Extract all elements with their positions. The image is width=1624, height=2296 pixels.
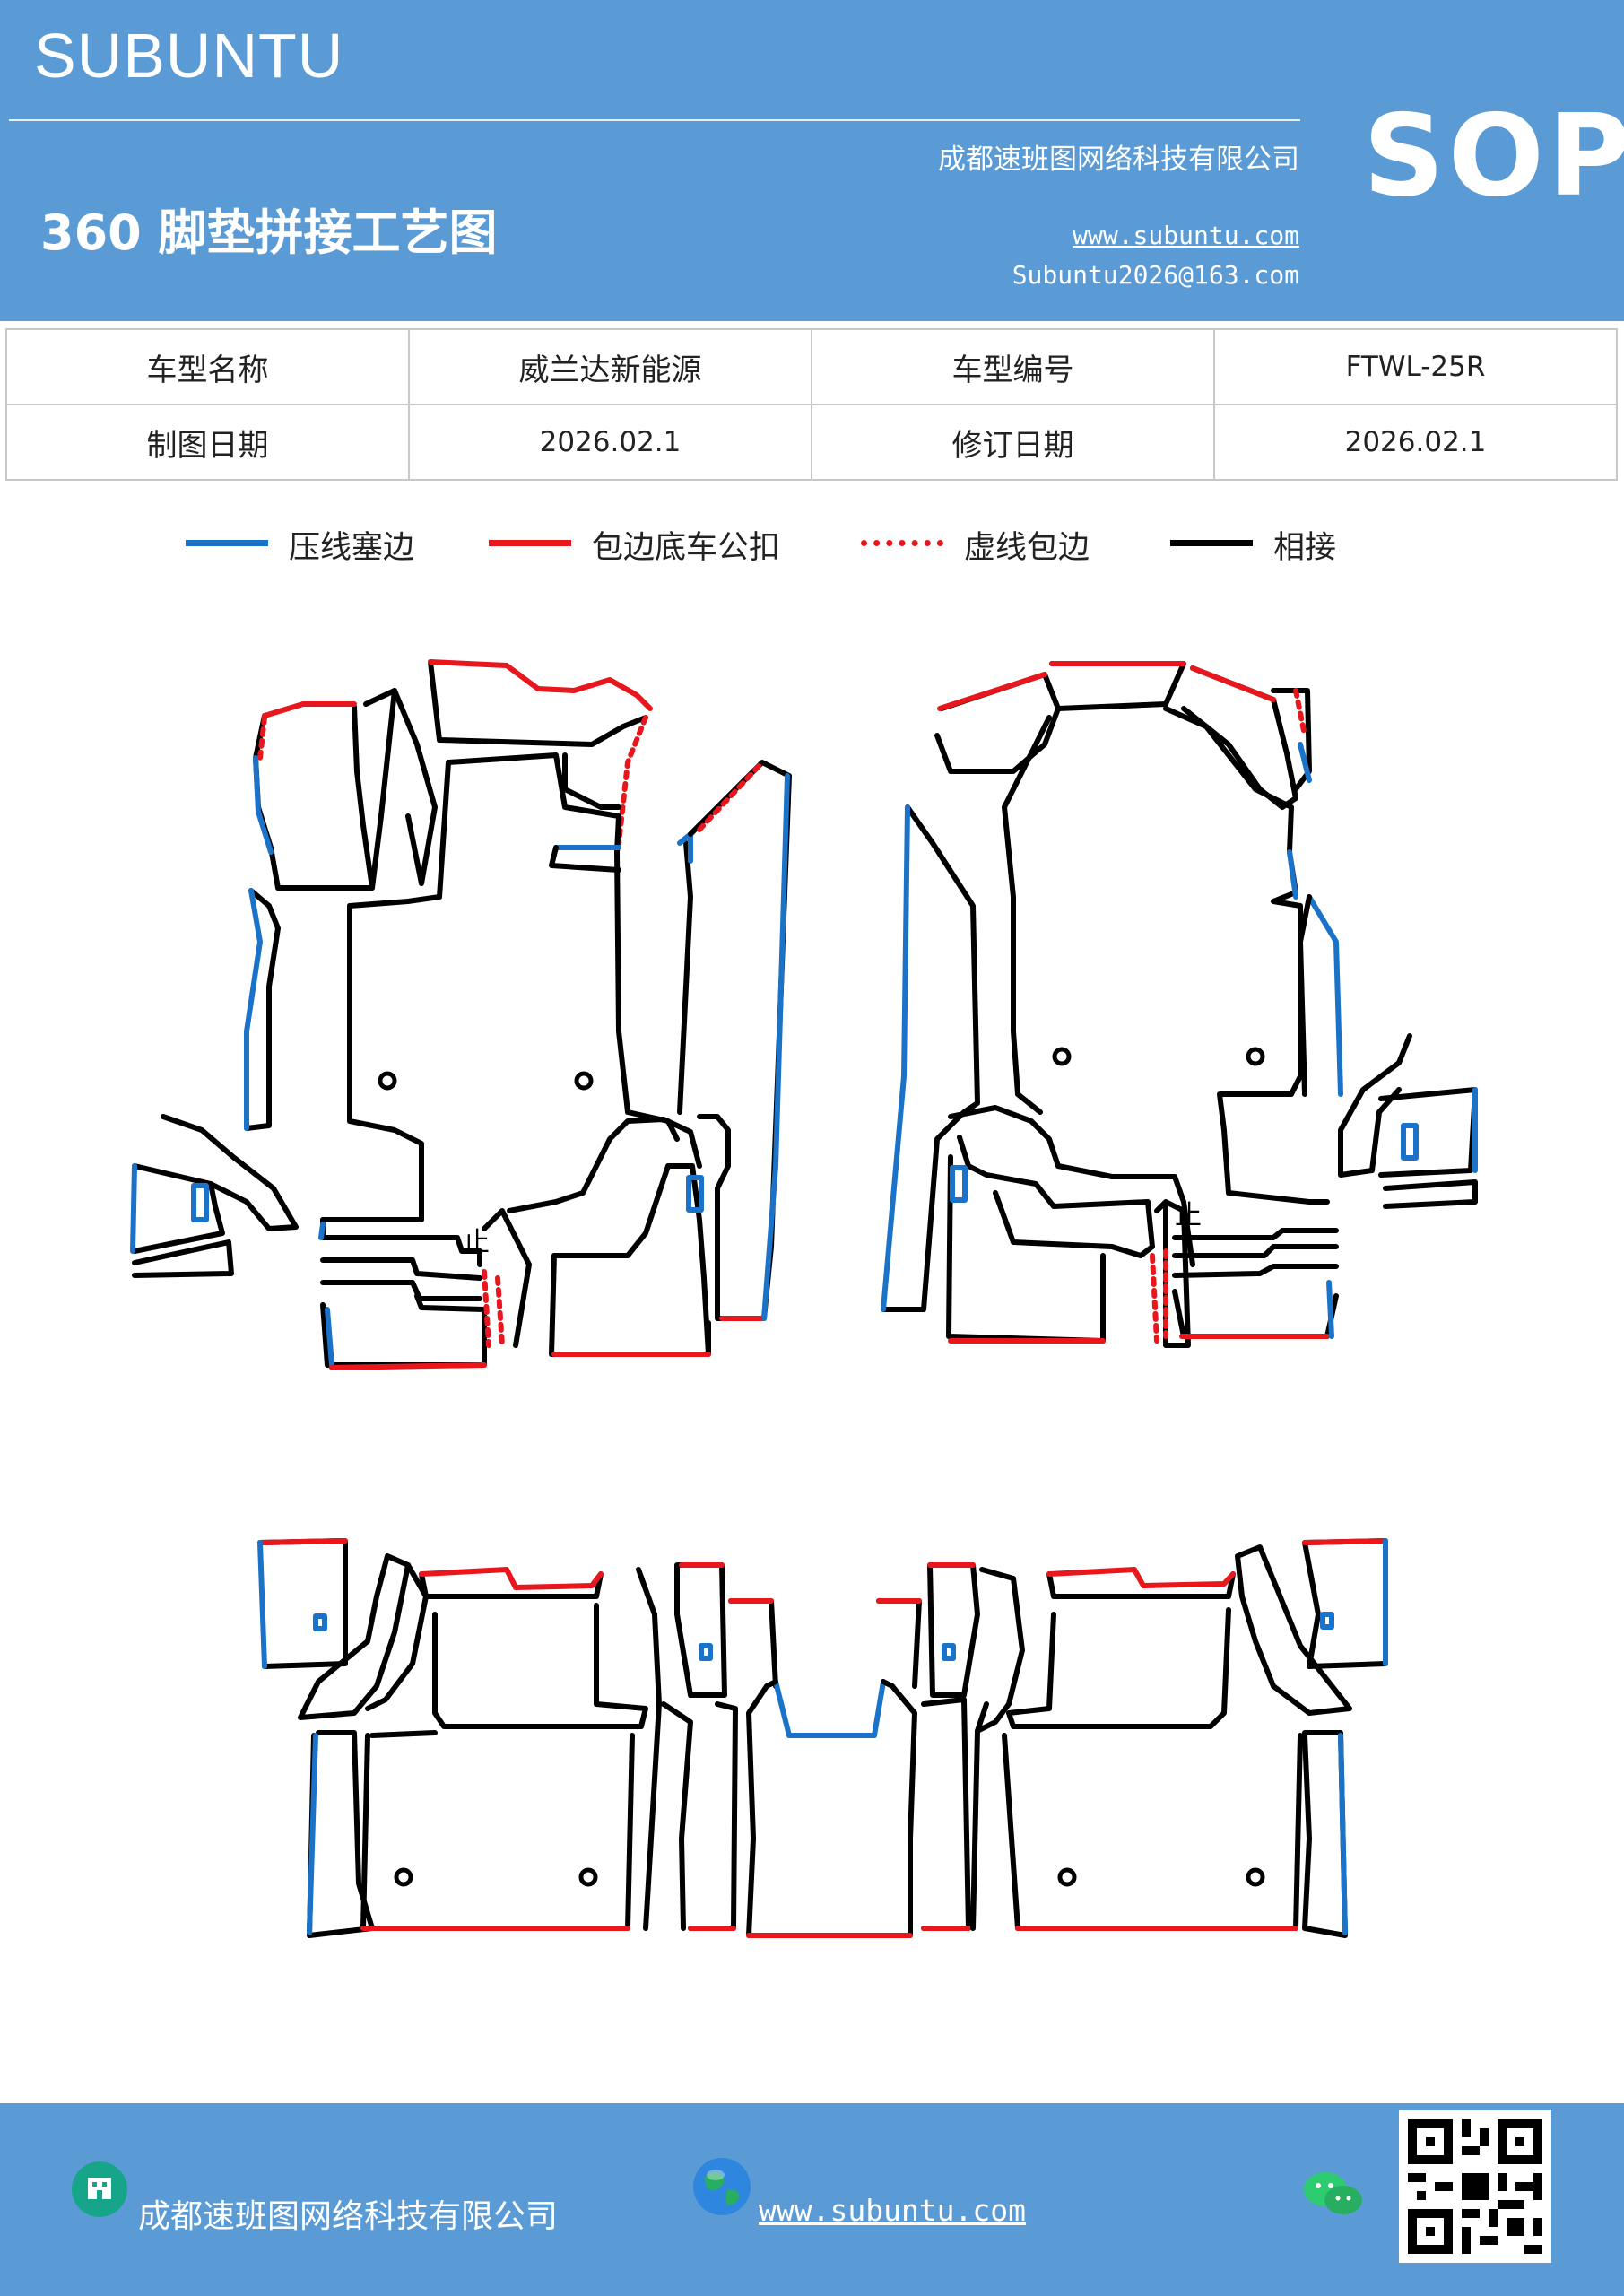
website-link[interactable]: www.subuntu.com	[1073, 221, 1299, 250]
table-row: 车型名称 威兰达新能源 车型编号 FTWL-25R	[5, 328, 1618, 405]
legend-swatch-blue	[186, 540, 268, 546]
qr-code-pattern	[1408, 2119, 1542, 2254]
legend-swatch-red-dotted	[861, 540, 943, 546]
footer-company-name: 成都速班图网络科技有限公司	[138, 2198, 559, 2235]
qr-code	[1399, 2110, 1551, 2263]
globe-icon	[693, 2158, 751, 2215]
line-legend: 压线塞边 包边底车公扣 虚线包边 相接	[0, 520, 1624, 574]
legend-swatch-black	[1170, 540, 1253, 546]
table-cell-value: 2026.02.1	[1213, 404, 1618, 481]
table-cell-value: 2026.02.1	[408, 404, 812, 481]
legend-label: 包边底车公扣	[592, 530, 781, 566]
rear-right-mat	[921, 1538, 1388, 1938]
front-right-mat: 止	[881, 661, 1478, 1348]
table-cell-label: 车型名称	[5, 328, 410, 405]
document-title: 360 脚垫拼接工艺图	[40, 204, 498, 261]
footer-banner: 成都速班图网络科技有限公司 www.subuntu.com	[0, 2103, 1624, 2296]
header-banner: SUBUNTU 360 脚垫拼接工艺图 成都速班图网络科技有限公司 www.su…	[0, 0, 1624, 321]
header-divider	[9, 119, 1300, 121]
building-icon	[72, 2161, 127, 2217]
table-cell-label: 修订日期	[811, 404, 1215, 481]
table-cell-label: 制图日期	[5, 404, 410, 481]
footer-website-link[interactable]: www.subuntu.com	[759, 2193, 1027, 2228]
table-cell-label: 车型编号	[811, 328, 1215, 405]
legend-label: 虚线包边	[964, 530, 1090, 566]
vehicle-info-table: 车型名称 威兰达新能源 车型编号 FTWL-25R 制图日期 2026.02.1…	[5, 328, 1618, 481]
table-row: 制图日期 2026.02.1 修订日期 2026.02.1	[5, 404, 1618, 481]
legend-swatch-red	[489, 540, 571, 546]
legend-label: 相接	[1273, 530, 1337, 566]
table-cell-value: 威兰达新能源	[408, 328, 812, 405]
table-cell-value: FTWL-25R	[1213, 328, 1618, 405]
wechat-icon[interactable]	[1302, 2168, 1365, 2220]
front-left-mat: 止	[130, 659, 792, 1370]
floor-mat-diagram: 止	[130, 659, 1478, 1938]
company-name: 成都速班图网络科技有限公司	[938, 144, 1299, 176]
notch-mark: 止	[463, 1227, 490, 1258]
rear-center-hump	[728, 1598, 922, 1938]
notch-mark: 止	[1175, 1200, 1202, 1231]
sop-badge: SOP	[1363, 90, 1624, 222]
rear-left-mat	[257, 1538, 738, 1938]
brand-logo-text: SUBUNTU	[34, 21, 344, 91]
contact-email[interactable]: Subuntu2026@163.com	[1012, 260, 1299, 290]
legend-label: 压线塞边	[289, 530, 415, 566]
